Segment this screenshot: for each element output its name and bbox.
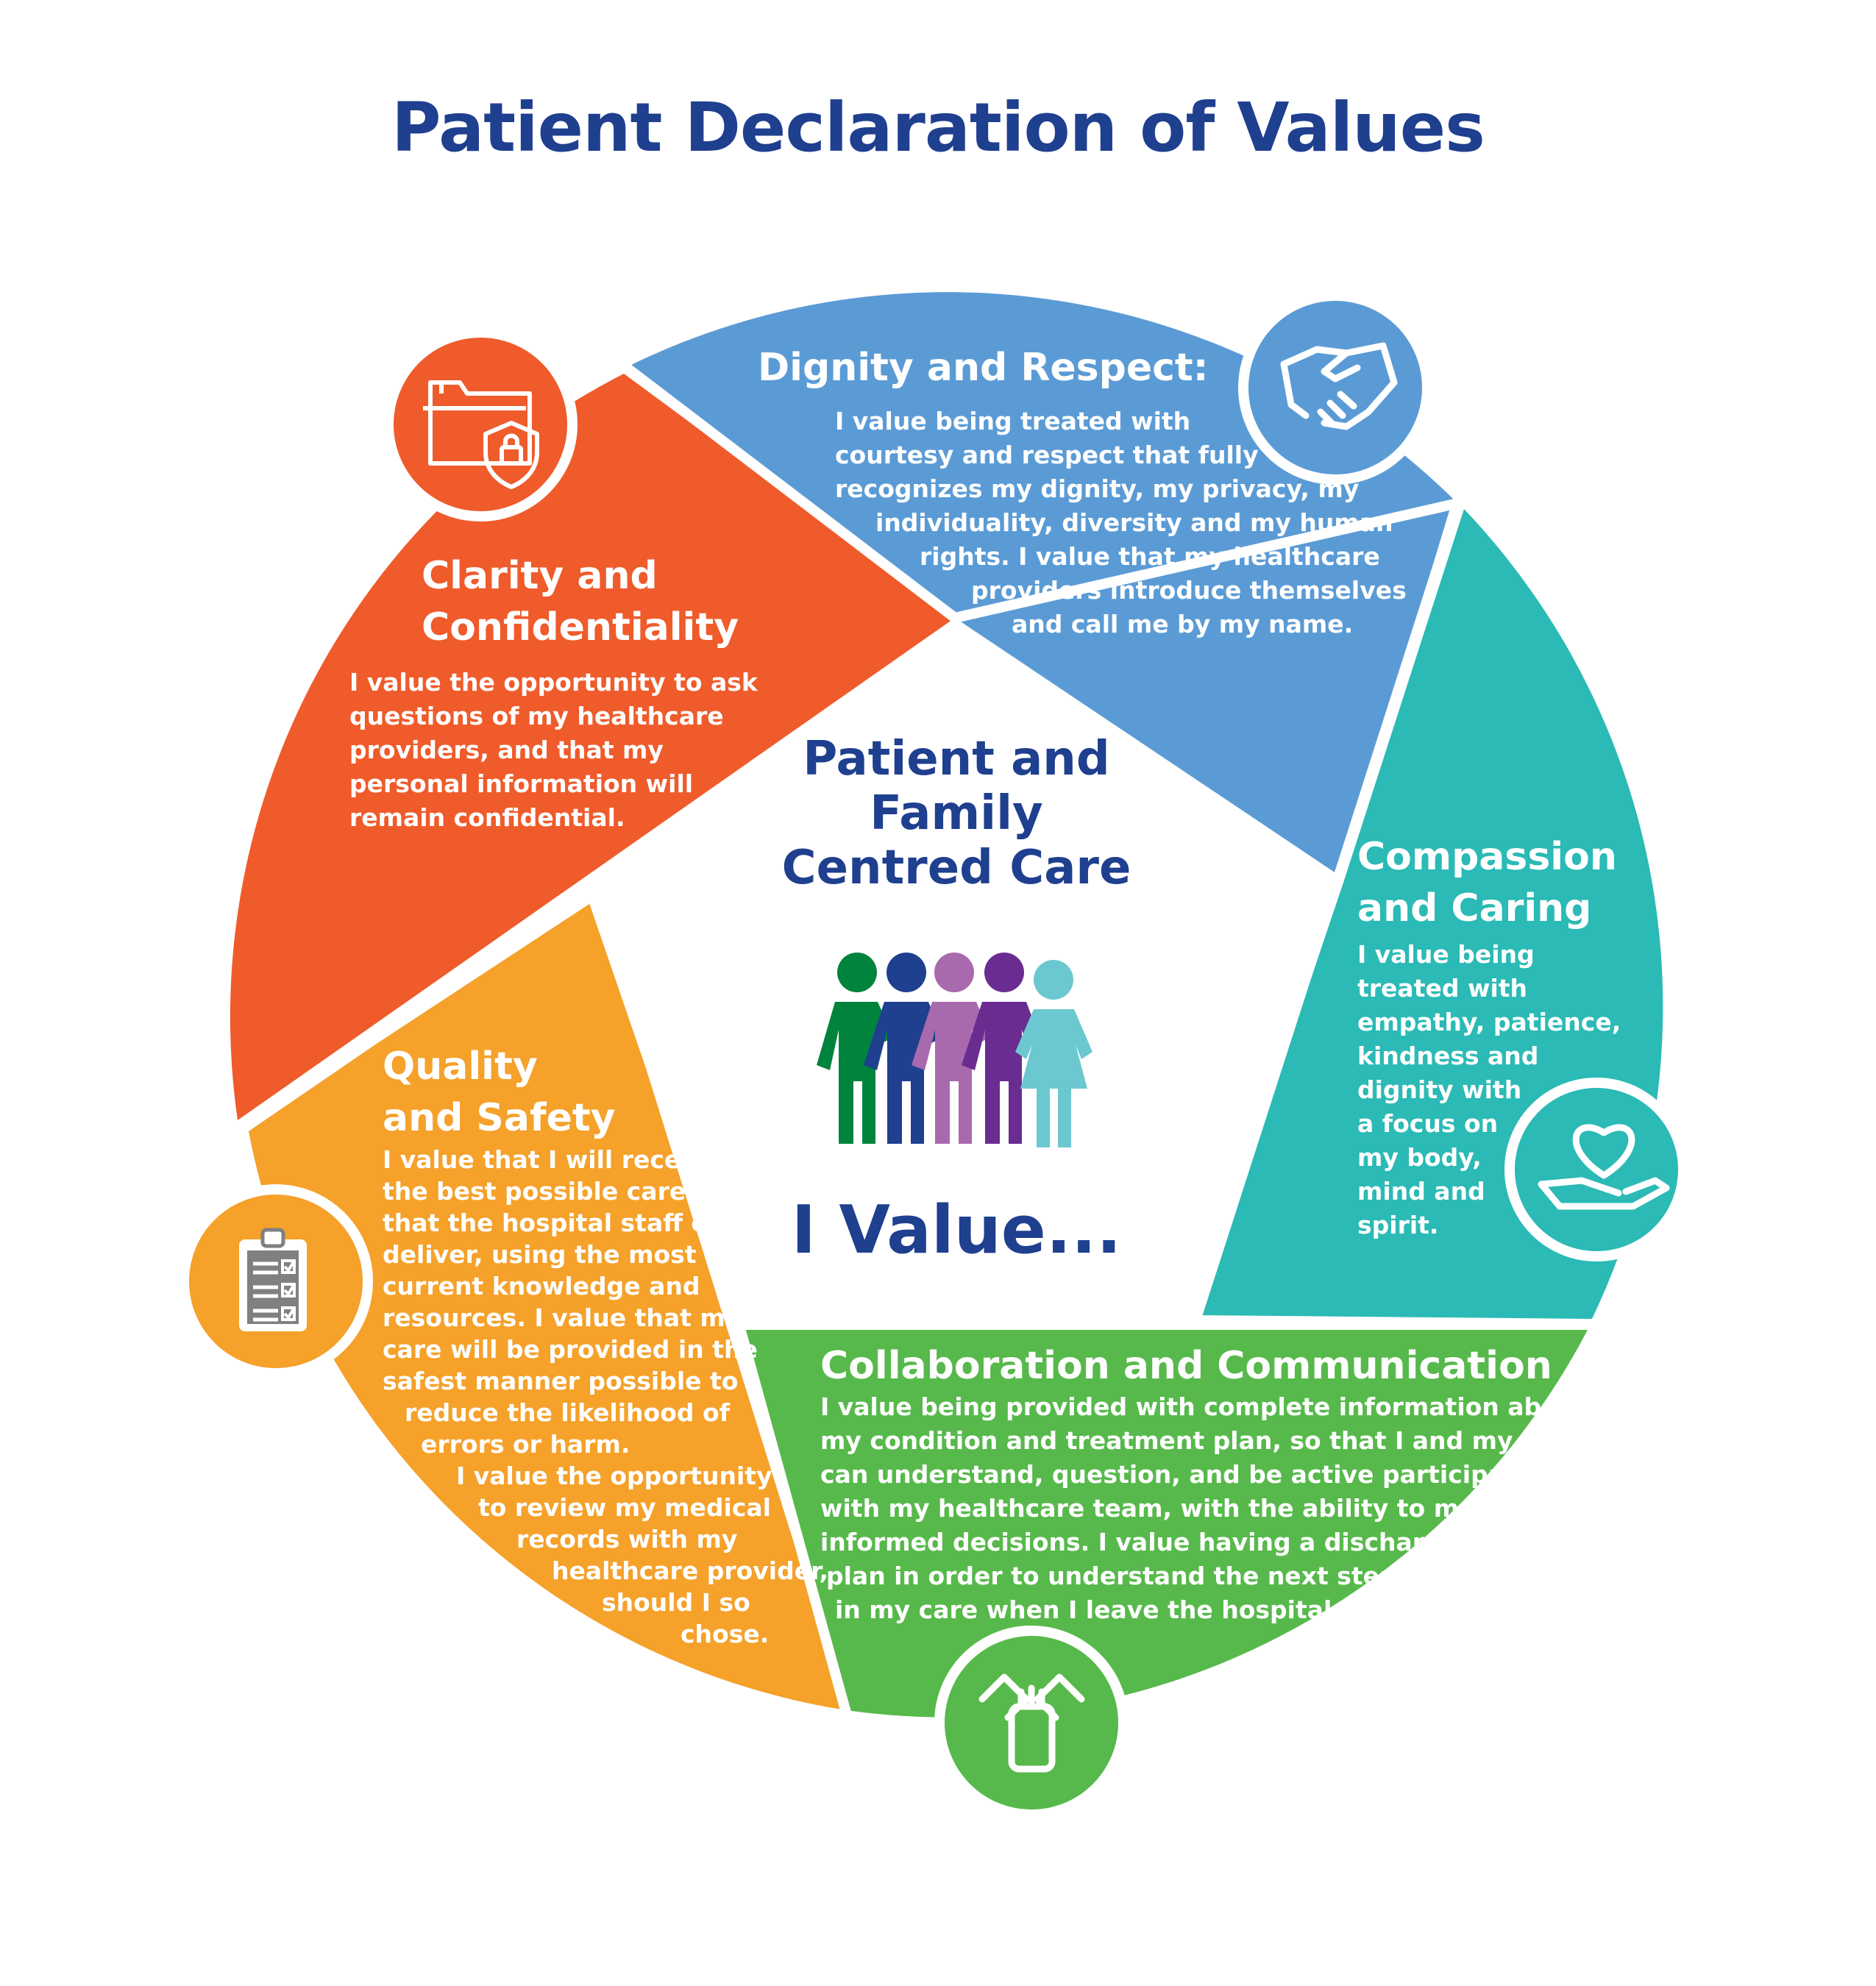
quality-body-line: deliver, using the most: [383, 1240, 697, 1269]
center-heading: Patient and Family Centred Care: [736, 732, 1177, 895]
compassion-title-line: and Caring: [1357, 886, 1592, 930]
collaboration-title: Collaboration and Communication: [820, 1340, 1552, 1392]
compassion-body-line: I value being: [1357, 940, 1535, 969]
person-purple: [962, 953, 1040, 1144]
segment-dignity: [631, 292, 1453, 875]
segment-clarity: [230, 374, 955, 1120]
clarity-body-line: questions of my healthcare: [349, 702, 724, 730]
clarity-body-line: remain confidential.: [349, 803, 625, 832]
quality-body: I value that I will receive the best pos…: [383, 1144, 828, 1650]
quality-body-line: the best possible care: [383, 1177, 686, 1206]
collaboration-body-line: my condition and treatment plan, so that…: [820, 1426, 1607, 1455]
i-value-label: I Value...: [791, 1192, 1122, 1269]
quality-body-line: current knowledge and: [383, 1272, 700, 1300]
handshake-icon: [1280, 342, 1398, 430]
quality-body-line: reduce the likelihood of: [405, 1398, 731, 1427]
icon-circle-quality: [179, 1184, 373, 1378]
quality-body-line: chose.: [681, 1620, 770, 1648]
clarity-body-line: providers, and that my: [349, 736, 664, 764]
collaboration-body-line: plan in order to understand the next ste…: [826, 1562, 1412, 1590]
compassion-body-line: empathy, patience,: [1357, 1008, 1621, 1036]
quality-body-line: that the hospital staff can: [383, 1209, 739, 1237]
compassion-body-line: mind and: [1357, 1177, 1485, 1206]
dignity-body-line: I value being treated with: [835, 407, 1191, 435]
quality-body-line: safest manner possible to: [383, 1367, 739, 1395]
page-title: Patient Declaration of Values: [391, 88, 1485, 167]
clarity-title-line: Confidentiality: [422, 605, 739, 649]
clarity-body-line: personal information will: [349, 769, 694, 798]
dignity-title: Dignity and Respect:: [758, 342, 1209, 394]
dignity-body-line: individuality, diversity and my human: [875, 508, 1393, 537]
quality-body-line: resources. I value that my: [383, 1303, 742, 1332]
person-light-blue: [1015, 960, 1092, 1147]
secure-folder-icon: [423, 380, 539, 489]
segment-dividers: [240, 363, 1593, 1714]
quality-body-line: healthcare provider,: [552, 1556, 829, 1585]
dignity-body-line: courtesy and respect that fully: [835, 441, 1259, 469]
collaboration-body-line: informed decisions. I value having a dis…: [820, 1528, 1458, 1556]
icon-circle-collaboration: [934, 1626, 1129, 1820]
compassion-title-line: Compassion: [1357, 835, 1617, 879]
dignity-body-line: rights. I value that my healthcare: [920, 542, 1380, 571]
compassion-body-line: spirit.: [1357, 1211, 1439, 1239]
clarity-body-line: I value the opportunity to ask: [349, 668, 758, 697]
quality-body-line: care will be provided in the: [383, 1335, 758, 1364]
collaboration-body-line: can understand, question, and be active …: [820, 1460, 1548, 1489]
quality-body-line: should I so: [602, 1588, 750, 1617]
quality-body-line: I value that I will receive: [383, 1145, 722, 1174]
collaboration-body-line: I value being provided with complete inf…: [820, 1392, 1588, 1421]
quality-body-line: to review my medical: [478, 1493, 771, 1522]
quality-body-line: I value the opportunity: [456, 1462, 772, 1490]
family-people-icon: [817, 953, 1092, 1147]
quality-body-line: records with my: [516, 1525, 738, 1553]
collaboration-title-line: Collaboration and Communication: [820, 1344, 1552, 1388]
quality-title: Quality and Safety: [383, 1041, 616, 1144]
icon-circle-dignity: [1238, 291, 1432, 485]
compassion-body-line: my body,: [1357, 1143, 1482, 1172]
hands-together-icon: [978, 1673, 1085, 1773]
segment-collaboration: [738, 1330, 1588, 1718]
clipboard-checklist-icon: [239, 1228, 307, 1331]
dignity-body-line: and call me by my name.: [1012, 610, 1354, 638]
compassion-body-line: kindness and: [1357, 1042, 1539, 1070]
segment-quality: [249, 896, 846, 1710]
heart-in-hand-icon: [1538, 1124, 1670, 1210]
clarity-title-line: Clarity and: [422, 554, 658, 598]
icon-circle-clarity: [383, 327, 578, 522]
icon-circle-compassion: [1504, 1078, 1688, 1261]
quality-title-line: Quality: [383, 1044, 538, 1089]
quality-title-line: and Safety: [383, 1096, 616, 1140]
collaboration-body-line: with my healthcare team, with the abilit…: [820, 1494, 1507, 1523]
clarity-title: Clarity and Confidentiality: [422, 550, 739, 653]
center-heading-line: Centred Care: [781, 841, 1131, 895]
compassion-title: Compassion and Caring: [1357, 831, 1617, 934]
quality-body-line: errors or harm.: [421, 1430, 630, 1459]
clarity-body: I value the opportunity to ask questions…: [349, 666, 758, 835]
collaboration-body: I value being provided with complete inf…: [820, 1390, 1606, 1627]
center-heading-line: Patient and: [803, 732, 1110, 786]
collaboration-body-line: in my care when I leave the hospital.: [835, 1595, 1341, 1624]
dignity-body-line: providers introduce themselves: [971, 576, 1407, 605]
dignity-body: I value being treated with courtesy and …: [835, 405, 1407, 641]
compassion-body-line: a focus on: [1357, 1109, 1499, 1138]
compassion-body-line: treated with: [1357, 974, 1528, 1003]
dignity-body-line: recognizes my dignity, my privacy, my: [835, 474, 1360, 503]
center-heading-line: Family: [870, 786, 1043, 841]
dignity-title-line: Dignity and Respect:: [758, 346, 1209, 390]
compassion-body: I value being treated with empathy, pati…: [1357, 938, 1621, 1242]
compassion-body-line: dignity with: [1357, 1075, 1522, 1104]
